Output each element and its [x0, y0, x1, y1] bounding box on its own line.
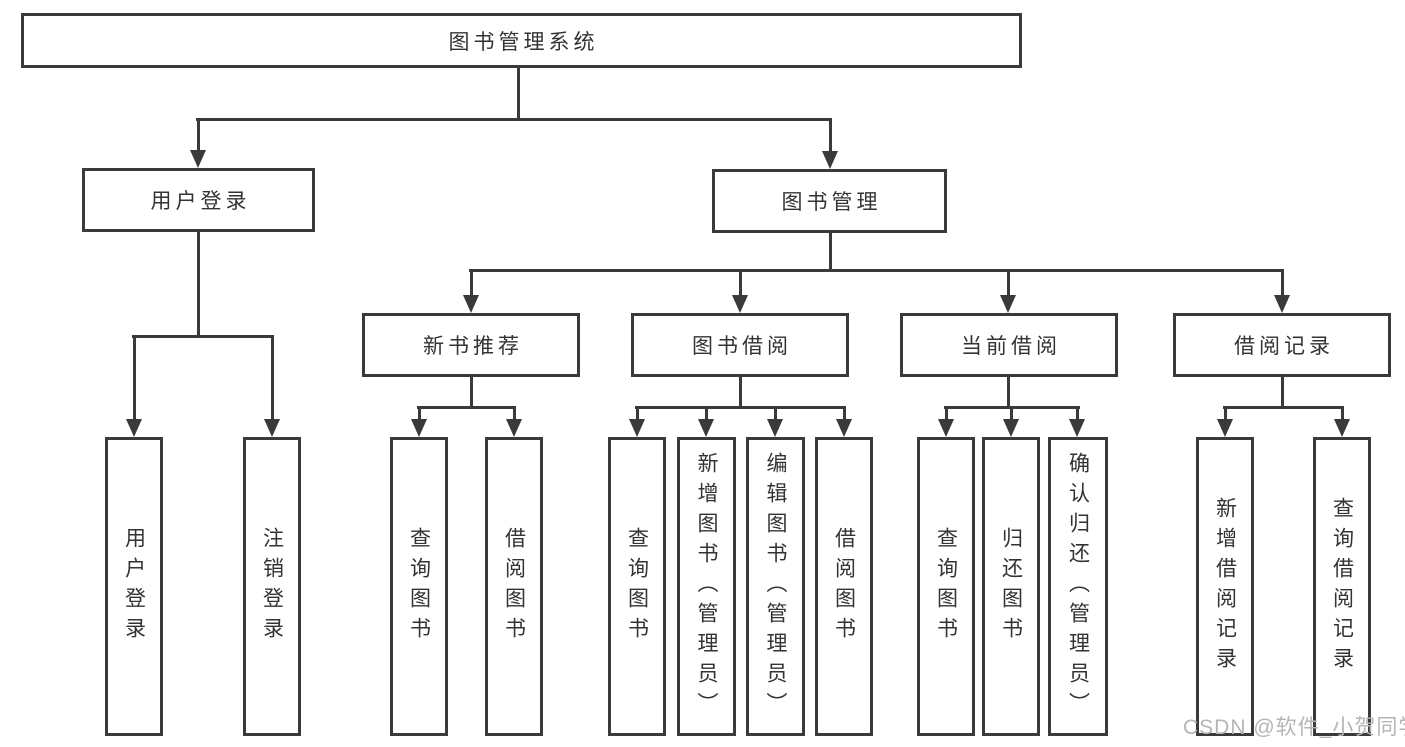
arrowhead-down-icon [411, 419, 427, 437]
connector-line [1007, 269, 1010, 297]
arrowhead-down-icon [463, 295, 479, 313]
connector-line [418, 406, 421, 421]
leaf-borrow-edit-book-admin: 编辑图书（管理员） [746, 437, 805, 736]
connector-line [1010, 406, 1013, 421]
connector-line [133, 335, 136, 421]
connector-line [843, 406, 846, 421]
node-label: 图书借阅 [692, 335, 792, 358]
connector-line [197, 232, 200, 338]
node-label: 注销登录 [260, 526, 284, 647]
leaf-record-query-record: 查询借阅记录 [1313, 437, 1371, 736]
connector-line [1007, 377, 1010, 409]
node-label: 图书管理 [781, 191, 882, 214]
node-label: 用户登录 [122, 526, 146, 647]
leaf-current-query-book: 查询图书 [917, 437, 975, 736]
node-label: 图书管理系统 [448, 30, 599, 54]
node-borrow-record: 借阅记录 [1173, 313, 1391, 377]
arrowhead-down-icon [126, 419, 142, 437]
node-label: 借阅图书 [502, 526, 526, 647]
csdn-watermark: CSDN @软件_小贺同学 [1183, 716, 1405, 739]
node-book-borrow: 图书借阅 [631, 313, 849, 377]
node-label: 当前借阅 [961, 335, 1061, 358]
arrowhead-down-icon [1069, 419, 1085, 437]
leaf-user-login: 用户登录 [105, 437, 163, 736]
leaf-logout: 注销登录 [243, 437, 301, 736]
connector-line [1341, 406, 1344, 421]
arrowhead-down-icon [767, 419, 783, 437]
arrowhead-down-icon [629, 419, 645, 437]
arrowhead-down-icon [836, 419, 852, 437]
connector-line [1076, 406, 1079, 421]
arrowhead-down-icon [1003, 419, 1019, 437]
node-label: 新增借阅记录 [1213, 496, 1237, 677]
node-label: 编辑图书（管理员） [764, 451, 787, 722]
node-label: 查询图书 [934, 526, 958, 647]
node-label: 查询借阅记录 [1330, 496, 1354, 677]
connector-line [635, 406, 846, 409]
connector-line [1281, 377, 1284, 409]
node-root: 图书管理系统 [21, 13, 1022, 68]
connector-line [517, 68, 520, 120]
node-label: 借阅图书 [832, 526, 856, 647]
node-book-management: 图书管理 [712, 169, 947, 233]
connector-line [271, 335, 274, 421]
connector-line [470, 377, 473, 409]
connector-line [945, 406, 948, 421]
node-user-login: 用户登录 [82, 168, 315, 232]
connector-line [636, 406, 639, 421]
leaf-recommend-query-book: 查询图书 [390, 437, 448, 736]
arrowhead-down-icon [506, 419, 522, 437]
connector-line [1224, 406, 1227, 421]
connector-line [469, 269, 1284, 272]
arrowhead-down-icon [1217, 419, 1233, 437]
connector-line [197, 118, 200, 153]
leaf-borrow-add-book-admin: 新增图书（管理员） [677, 437, 736, 736]
connector-line [417, 406, 516, 409]
arrowhead-down-icon [1334, 419, 1350, 437]
connector-line [705, 406, 708, 421]
connector-line [513, 406, 516, 421]
connector-line [1281, 269, 1284, 297]
node-label: 新书推荐 [423, 335, 523, 358]
node-label: 确认归还（管理员） [1066, 451, 1090, 722]
connector-line [739, 377, 742, 409]
node-label: 归还图书 [999, 526, 1023, 647]
connector-line [774, 406, 777, 421]
connector-line [196, 118, 832, 121]
leaf-recommend-borrow-book: 借阅图书 [485, 437, 543, 736]
node-current-borrow: 当前借阅 [900, 313, 1118, 377]
node-label: 用户登录 [150, 190, 251, 213]
arrowhead-down-icon [1274, 295, 1290, 313]
connector-line [829, 118, 832, 153]
leaf-borrow-borrow-book: 借阅图书 [815, 437, 873, 736]
arrowhead-down-icon [190, 150, 206, 168]
connector-line [1223, 406, 1344, 409]
leaf-record-add-record: 新增借阅记录 [1196, 437, 1254, 736]
node-label: 查询图书 [625, 526, 649, 647]
node-label: 借阅记录 [1234, 335, 1334, 358]
arrowhead-down-icon [698, 419, 714, 437]
node-label: 查询图书 [407, 526, 431, 647]
connector-line [829, 233, 832, 272]
arrowhead-down-icon [264, 419, 280, 437]
arrowhead-down-icon [822, 151, 838, 169]
node-new-book-recommend: 新书推荐 [362, 313, 580, 377]
leaf-borrow-query-book: 查询图书 [608, 437, 666, 736]
arrowhead-down-icon [732, 295, 748, 313]
arrowhead-down-icon [938, 419, 954, 437]
leaf-current-confirm-return-admin: 确认归还（管理员） [1048, 437, 1108, 736]
leaf-current-return-book: 归还图书 [982, 437, 1040, 736]
connector-line [739, 269, 742, 297]
arrowhead-down-icon [1000, 295, 1016, 313]
connector-line [132, 335, 274, 338]
connector-line [470, 269, 473, 297]
node-label: 新增图书（管理员） [695, 451, 718, 722]
